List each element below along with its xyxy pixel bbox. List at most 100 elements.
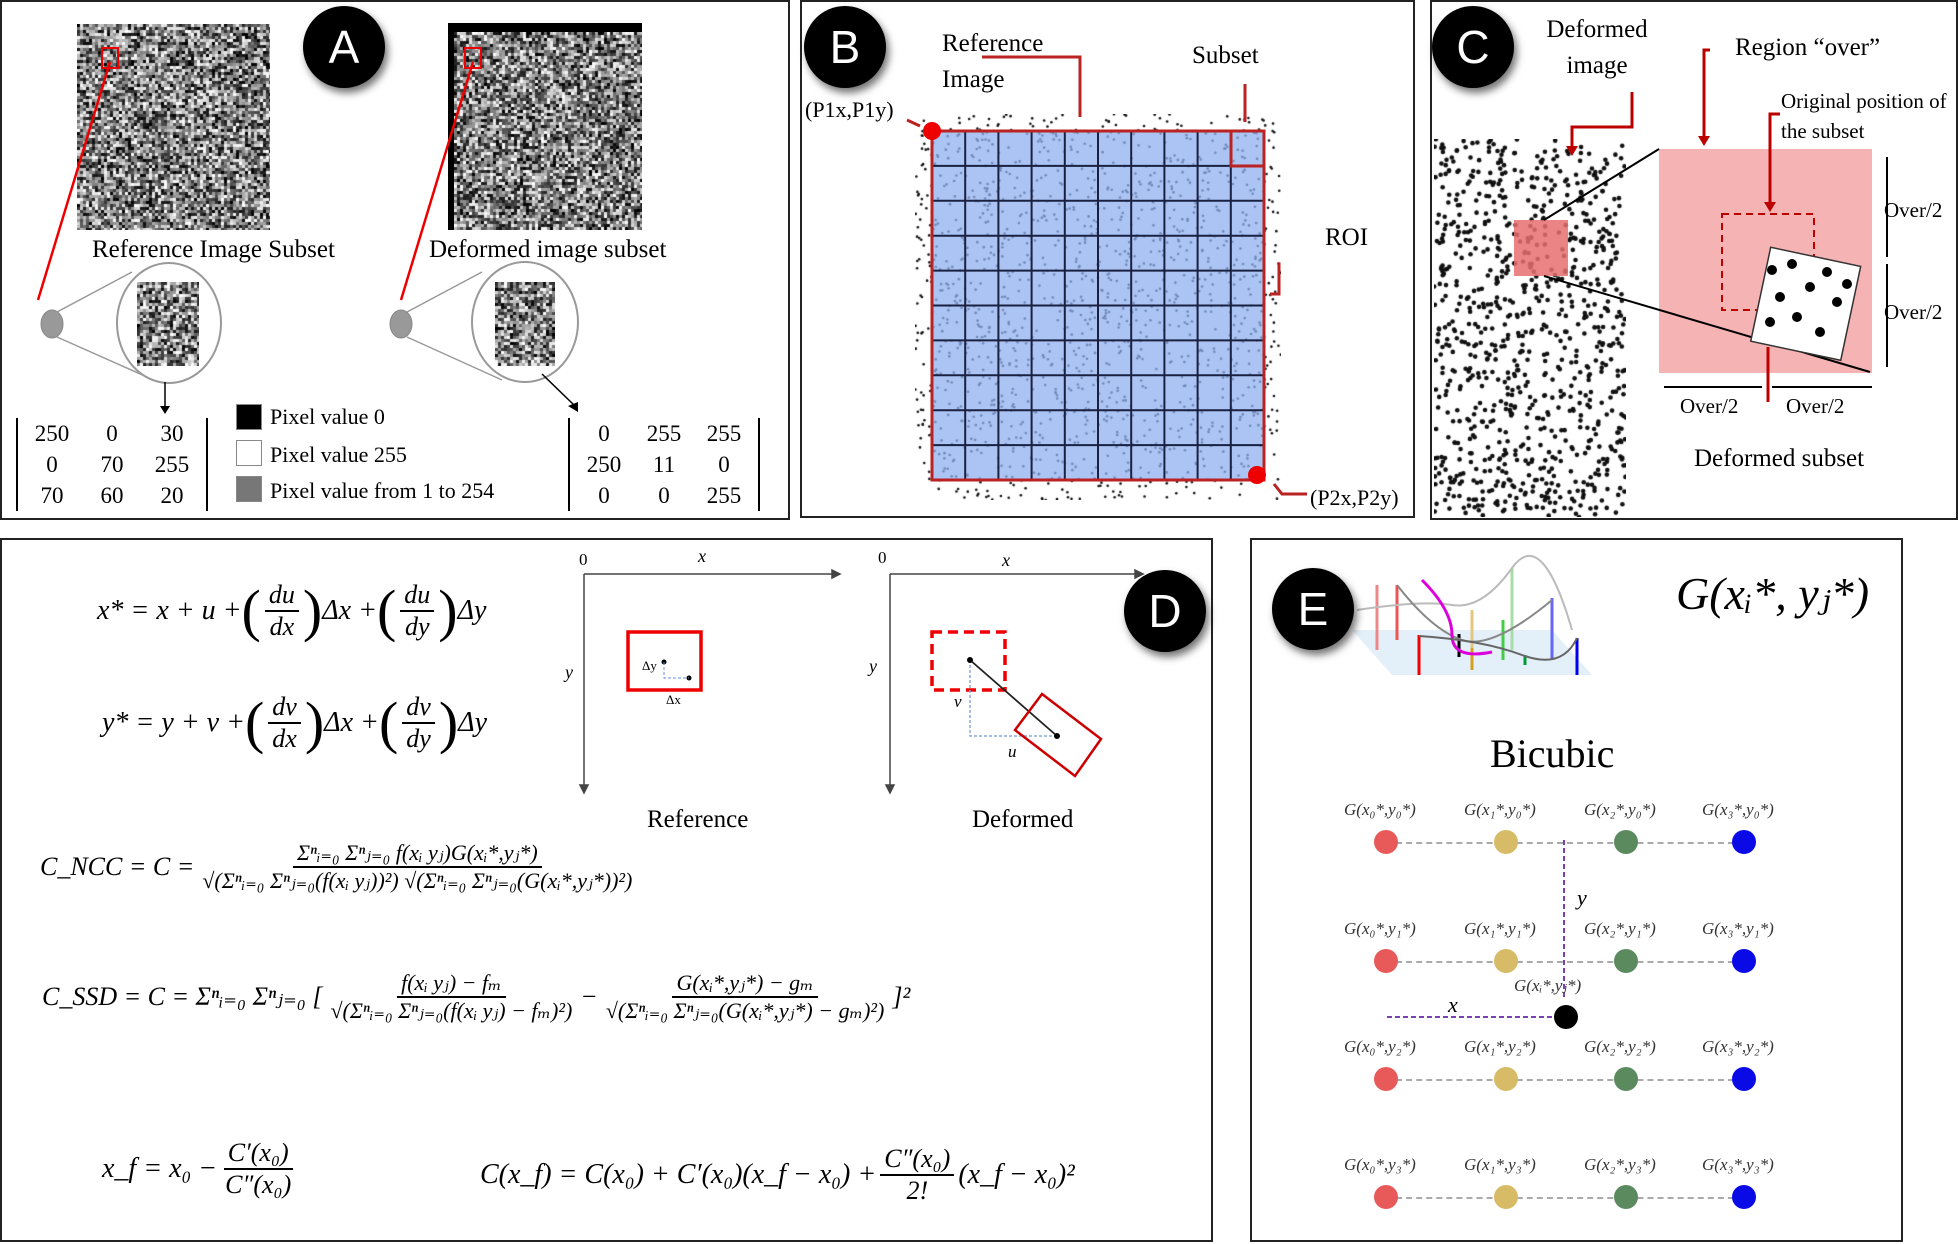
matrix-cell: 0	[598, 483, 610, 508]
badge-e: E	[1272, 568, 1354, 650]
deformed-subset-label: Deformed subset	[1694, 445, 1865, 472]
badge-d: D	[1124, 570, 1206, 652]
eq-text: x_f = x₀ −	[102, 1153, 218, 1184]
equation-newton: x_f = x₀ − C′(x₀)C″(x₀)	[102, 1138, 299, 1200]
deformed-subset-label: Deformed image subset	[429, 236, 667, 263]
eq-denominator: √(Σⁿᵢ₌₀ Σⁿⱼ₌₀(f(xᵢ yⱼ) − fₘ)²)	[330, 998, 573, 1023]
axis-origin: 0	[579, 550, 588, 569]
eq-text: C_SSD = C = Σⁿᵢ₌₀ Σⁿⱼ₌₀ [	[42, 982, 323, 1011]
deformed-speckle-image	[454, 32, 642, 230]
matrix-cell: 250	[34, 421, 70, 446]
equation-ssd: C_SSD = C = Σⁿᵢ₌₀ Σⁿⱼ₌₀ [ f(xᵢ yⱼ) − fₘ√…	[42, 970, 910, 1024]
panel-c: C Deformed image Region “over” Original …	[1430, 0, 1958, 520]
subset-label: Subset	[1192, 42, 1259, 69]
matrix-cell: 0	[718, 452, 730, 477]
grid-node-label: G(x₃*,y₃*)	[1702, 1155, 1774, 1174]
legend-pixel-0: Pixel value 0	[270, 404, 385, 429]
matrix-cell: 255	[706, 483, 742, 508]
matrix-cell: 20	[160, 483, 184, 508]
matrix-cell: 255	[706, 421, 742, 446]
eq-numerator: G(xᵢ*,yⱼ*) − gₘ	[672, 970, 818, 998]
target-point-label: G(xᵢ*,yⱼ*)	[1514, 976, 1582, 995]
grid-node	[1374, 949, 1398, 973]
axis-y-label: y	[565, 662, 573, 682]
roi-grid	[906, 55, 1307, 496]
matrix-cell: 70	[100, 452, 124, 477]
p1-label: (P1x,P1y)	[805, 97, 894, 122]
grid-node	[1614, 1185, 1638, 1209]
matrix-cell: 0	[106, 421, 118, 446]
grid-node-label: G(x₂*,y₀*)	[1584, 800, 1656, 819]
eq-numerator: du	[400, 580, 435, 612]
grid-node-label: G(x₀*,y₃*)	[1344, 1155, 1416, 1174]
matrix-cell: 0	[598, 421, 610, 446]
grid-node	[1732, 1067, 1756, 1091]
equation-taylor: C(x_f) = C(x₀) + C′(x₀)(x_f − x₀) + C″(x…	[480, 1144, 1075, 1206]
reference-caption: Reference	[647, 806, 749, 833]
grid-node	[1374, 1185, 1398, 1209]
badge-a: A	[303, 6, 385, 88]
legend-gray-swatch	[236, 476, 262, 502]
delta-x-label: Δx	[666, 692, 681, 707]
interpolated-function-title: G(xᵢ*, yⱼ*)	[1676, 568, 1870, 619]
grid-node	[1494, 1067, 1518, 1091]
y-offset-label: y	[1577, 885, 1587, 910]
eq-numerator: C′(x₀)	[223, 1138, 293, 1170]
roi-label: ROI	[1325, 224, 1369, 251]
grid-node-label: G(x₂*,y₂*)	[1584, 1037, 1656, 1056]
matrix-cell: 250	[586, 452, 622, 477]
axis-x-label: x	[1002, 550, 1010, 570]
matrix-cell: 0	[46, 452, 58, 477]
eq-numerator: C″(x₀)	[880, 1144, 955, 1176]
axis-origin: 0	[878, 548, 887, 567]
grid-node	[1494, 949, 1518, 973]
deformed-caption: Deformed	[972, 806, 1074, 833]
reference-subset-label: Reference Image Subset	[92, 236, 335, 263]
grid-node	[1732, 949, 1756, 973]
eq-text: ]²	[892, 982, 911, 1011]
eq-text: Δx +	[322, 595, 377, 626]
eq-text: C_NCC = C =	[40, 852, 195, 881]
matrix-cell: 255	[154, 452, 190, 477]
over-half-label: Over/2	[1680, 394, 1739, 418]
eq-text: −	[580, 982, 598, 1011]
eq-text: y* = y + v +	[102, 707, 245, 738]
delta-y-label: Δy	[642, 658, 657, 673]
deformation-sketch	[578, 568, 1145, 795]
eq-denominator: √(Σⁿᵢ₌₀ Σⁿⱼ₌₀(f(xᵢ yⱼ))²) √(Σⁿᵢ₌₀ Σⁿⱼ₌₀(…	[202, 868, 633, 893]
eq-text: Δx +	[324, 707, 379, 738]
grid-node	[1614, 949, 1638, 973]
grid-node-label: G(x₃*,y₂*)	[1702, 1037, 1774, 1056]
u-label: u	[1008, 742, 1017, 761]
speckle-texture	[77, 24, 270, 230]
grid-node-label: G(x₁*,y₃*)	[1464, 1155, 1536, 1174]
legend-black-swatch	[236, 404, 262, 430]
speckle-dots	[1434, 139, 1626, 517]
speckle-texture	[454, 32, 642, 230]
deformed-subset-zoom	[495, 282, 555, 366]
legend-pixel-gray: Pixel value from 1 to 254	[270, 478, 495, 503]
p2-label: (P2x,P2y)	[1310, 485, 1399, 510]
eq-text: x* = x + u +	[97, 595, 242, 626]
grid-node-label: G(x₃*,y₁*)	[1702, 919, 1774, 938]
legend-pixel-255: Pixel value 255	[270, 442, 407, 467]
eq-denominator: dy	[406, 724, 431, 753]
grid-node-label: G(x₁*,y₁*)	[1464, 919, 1536, 938]
legend-white-swatch	[236, 440, 262, 466]
grid-node-label: G(x₀*,y₀*)	[1344, 800, 1416, 819]
target-point-offsets	[1387, 840, 1578, 1029]
axis-x-label: x	[698, 546, 706, 566]
original-position-label: Original position of the subset	[1781, 89, 1947, 143]
eq-numerator: du	[264, 580, 299, 612]
badge-c: C	[1432, 6, 1514, 88]
equation-ncc: C_NCC = C = Σⁿᵢ₌₀ Σⁿⱼ₌₀ f(xᵢ yⱼ)G(xᵢ*,yⱼ…	[40, 840, 640, 894]
eq-denominator: C″(x₀)	[225, 1170, 292, 1199]
matrix-cell: 255	[646, 421, 682, 446]
eq-numerator: f(xᵢ yⱼ) − fₘ	[397, 970, 506, 998]
eq-text: (x_f − x₀)²	[958, 1159, 1075, 1190]
grid-node-label: G(x₁*,y₂*)	[1464, 1037, 1536, 1056]
